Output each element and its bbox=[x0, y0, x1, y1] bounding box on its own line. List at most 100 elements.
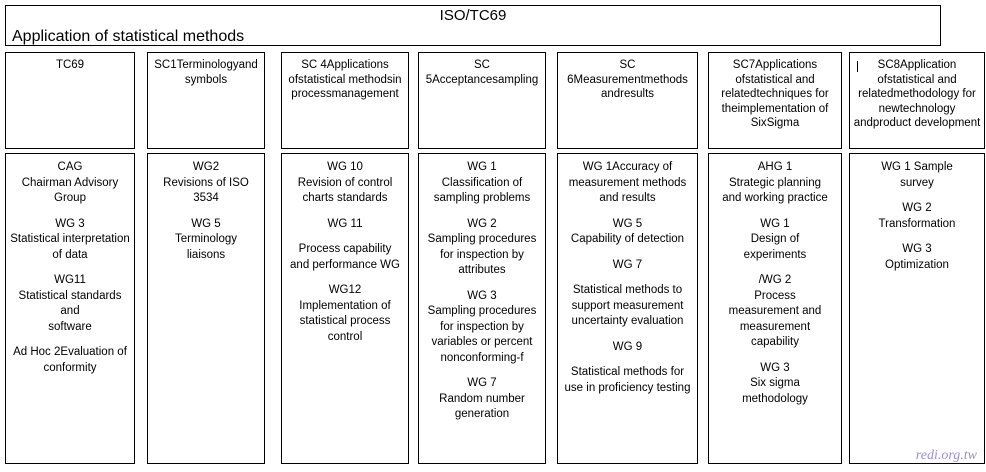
header-line: methodology for new bbox=[878, 88, 976, 115]
header-line: Terminology bbox=[176, 59, 239, 71]
column-header-sc1[interactable]: SC1Terminologyand symbols bbox=[147, 52, 265, 149]
header-line: technology and bbox=[853, 102, 956, 130]
entry-line: generation bbox=[454, 408, 510, 420]
work-group-entry[interactable]: WG 3 Optimization bbox=[852, 242, 982, 273]
column-header-sc7[interactable]: SC7Applications ofstatistical and relate… bbox=[708, 52, 842, 149]
entry-line: variables or percent bbox=[431, 336, 533, 348]
header-line: Acceptance bbox=[432, 73, 493, 86]
tick-mark-icon bbox=[857, 61, 858, 72]
entry-line: Revision of control bbox=[297, 176, 393, 189]
column-header-sc8[interactable]: SC8Application ofstatistical and related… bbox=[849, 52, 985, 149]
header-line: results bbox=[620, 88, 655, 100]
entry-line: measurement methods bbox=[568, 176, 687, 189]
page-subtitle: Application of statistical methods bbox=[12, 28, 245, 45]
entry-line: Implementation of bbox=[299, 299, 391, 312]
header-line: Sigma bbox=[766, 117, 800, 129]
entry-line: WG 2 bbox=[902, 202, 932, 214]
column-header-tc69[interactable]: TC69 bbox=[5, 52, 135, 149]
entry-line: and working practice bbox=[722, 192, 828, 204]
entry-line: Group bbox=[54, 192, 86, 204]
work-group-entry[interactable]: WG 7 bbox=[560, 258, 695, 274]
entry-line: WG11 bbox=[54, 274, 86, 286]
work-group-entry[interactable]: WG 2 Transformation bbox=[852, 201, 982, 232]
entry-line: Terminology bbox=[175, 233, 237, 245]
column-sc5: SC 5Acceptancesampling WG 1 Classification… bbox=[418, 0, 546, 472]
entry-line: liaisons bbox=[186, 248, 226, 261]
entry-line: Sampling procedures bbox=[427, 233, 537, 245]
entry-line: WG 3 bbox=[760, 361, 790, 374]
entry-line: CAG bbox=[57, 161, 83, 173]
header-line: statistical methods bbox=[298, 73, 393, 86]
entry-line: WG 3 bbox=[55, 217, 85, 230]
column-header-sc4[interactable]: SC 4Applications ofstatistical methodsin… bbox=[281, 52, 409, 149]
entry-line: Statistical methods for bbox=[570, 366, 685, 378]
header-line: SC 6 bbox=[567, 59, 636, 86]
column-header-sc6[interactable]: SC 6Measurementmethods andresults bbox=[557, 52, 698, 149]
entry-line: WG 11 bbox=[327, 217, 363, 230]
entry-line: WG 9 bbox=[612, 340, 643, 353]
header-line: methods and bbox=[600, 73, 688, 101]
entry-line: Chairman Advisory bbox=[21, 176, 119, 189]
entry-line: WG 7 bbox=[467, 377, 497, 389]
header-line: Applications of bbox=[288, 59, 389, 86]
column-header-sc5[interactable]: SC 5Acceptancesampling bbox=[418, 52, 546, 149]
entry-line: AHG 1 bbox=[757, 161, 793, 173]
column-sc6: SC 6Measurementmethods andresults WG 1Acc… bbox=[557, 0, 698, 472]
entry-line: nonconforming-f bbox=[440, 351, 524, 364]
entry-line: Ad Hoc 2Evaluation of bbox=[13, 346, 127, 358]
entry-line: control bbox=[327, 330, 363, 343]
entry-line: uncertainty evaluation bbox=[571, 315, 684, 327]
entry-line: Process capability bbox=[298, 243, 392, 255]
entry-line: attributes bbox=[458, 264, 506, 276]
entry-line: experiments bbox=[743, 248, 807, 261]
entry-line: Random number bbox=[439, 392, 525, 405]
entry-line: Classification of bbox=[441, 176, 523, 189]
entry-line: Revisions of ISO bbox=[163, 176, 249, 189]
entry-line: Statistical methods to bbox=[572, 284, 683, 296]
work-group-entry[interactable]: WG 11 bbox=[284, 217, 406, 233]
entry-line: WG 1 bbox=[467, 161, 497, 173]
header-line: Applications of bbox=[735, 59, 818, 86]
entry-line: Transformation bbox=[878, 217, 956, 230]
entry-line: and results bbox=[599, 192, 656, 204]
entry-line: Sampling procedures bbox=[427, 305, 537, 317]
entry-line: WG 3 bbox=[902, 243, 932, 255]
work-group-entry[interactable]: WG 9 bbox=[560, 340, 695, 356]
work-group-entry[interactable]: WG 7 Random number generation bbox=[421, 376, 543, 423]
entry-line: Optimization bbox=[885, 258, 949, 271]
entry-line: WG2 bbox=[192, 161, 220, 173]
chart-title-box: ISO/TC69 Application of statistical meth… bbox=[5, 5, 941, 46]
entry-line: of data bbox=[52, 248, 88, 261]
watermark: redi.org.tw bbox=[915, 448, 977, 463]
entry-line: WG 5 bbox=[612, 217, 643, 230]
header-line: Application of bbox=[877, 59, 957, 86]
